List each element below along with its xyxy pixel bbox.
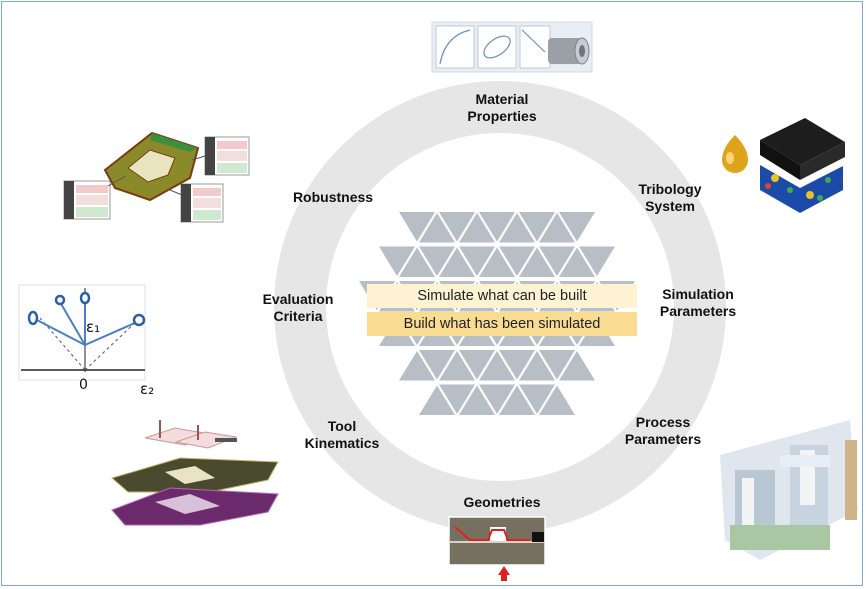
- hex-triangle: [399, 247, 435, 277]
- hex-triangle: [519, 247, 555, 277]
- hex-triangle: [479, 384, 515, 414]
- process-parameters-image: [720, 420, 858, 560]
- hex-triangle: [439, 351, 475, 381]
- strain-zero-label: 0: [79, 377, 88, 393]
- material-properties-image: [431, 21, 593, 73]
- hex-triangle: [379, 246, 415, 276]
- hex-triangle: [459, 385, 495, 415]
- strain-diagram: [18, 284, 146, 381]
- label-geometries: Geometries: [463, 494, 541, 510]
- hex-triangle: [539, 213, 575, 243]
- hex-triangle: [479, 212, 515, 242]
- hex-triangle: [459, 350, 495, 380]
- label-evaluation-criteria: Evaluation Criteria: [262, 291, 334, 324]
- tool-kinematics-image: [110, 420, 279, 526]
- tribology-system-image: [722, 118, 845, 213]
- hex-triangle: [439, 384, 475, 414]
- hex-triangle: [419, 350, 455, 380]
- hex-triangle: [499, 350, 535, 380]
- hex-triangle: [539, 350, 575, 380]
- hex-triangle: [439, 212, 475, 242]
- hex-triangle: [439, 247, 475, 277]
- label-tribology-system: Tribology System: [638, 181, 702, 214]
- hex-triangle: [399, 212, 435, 242]
- hex-triangle: [499, 246, 535, 276]
- hex-triangle: [559, 212, 595, 242]
- hex-triangle: [559, 247, 595, 277]
- robustness-image: [63, 131, 250, 223]
- hex-triangle: [539, 385, 575, 415]
- geometries-image: [448, 516, 546, 581]
- strain-eps2-label: ε₂: [140, 380, 155, 398]
- hex-triangle: [479, 247, 515, 277]
- tagline-top: Simulate what can be built: [367, 284, 637, 308]
- hex-triangle: [579, 246, 615, 276]
- hex-triangle: [419, 385, 455, 415]
- label-material-properties: Material Properties: [467, 91, 537, 124]
- label-tool-kinematics: Tool Kinematics: [304, 418, 380, 451]
- label-robustness: Robustness: [292, 189, 374, 205]
- hex-triangle: [499, 213, 535, 243]
- hex-triangle: [539, 246, 575, 276]
- hex-triangle: [519, 212, 555, 242]
- strain-eps1-label: ε₁: [86, 318, 101, 336]
- process-ring: [274, 81, 726, 533]
- hex-triangle: [519, 384, 555, 414]
- hex-triangle: [559, 351, 595, 381]
- hex-triangle: [459, 246, 495, 276]
- label-simulation-parameters: Simulation Parameters: [659, 286, 737, 319]
- hex-triangle: [459, 213, 495, 243]
- hex-triangle: [479, 351, 515, 381]
- label-process-parameters: Process Parameters: [624, 414, 702, 447]
- hex-triangle: [419, 213, 455, 243]
- hex-triangle: [399, 351, 435, 381]
- hex-triangle: [519, 351, 555, 381]
- hex-triangle: [419, 246, 455, 276]
- hex-triangle: [499, 385, 535, 415]
- tagline-bottom: Build what has been simulated: [367, 312, 637, 336]
